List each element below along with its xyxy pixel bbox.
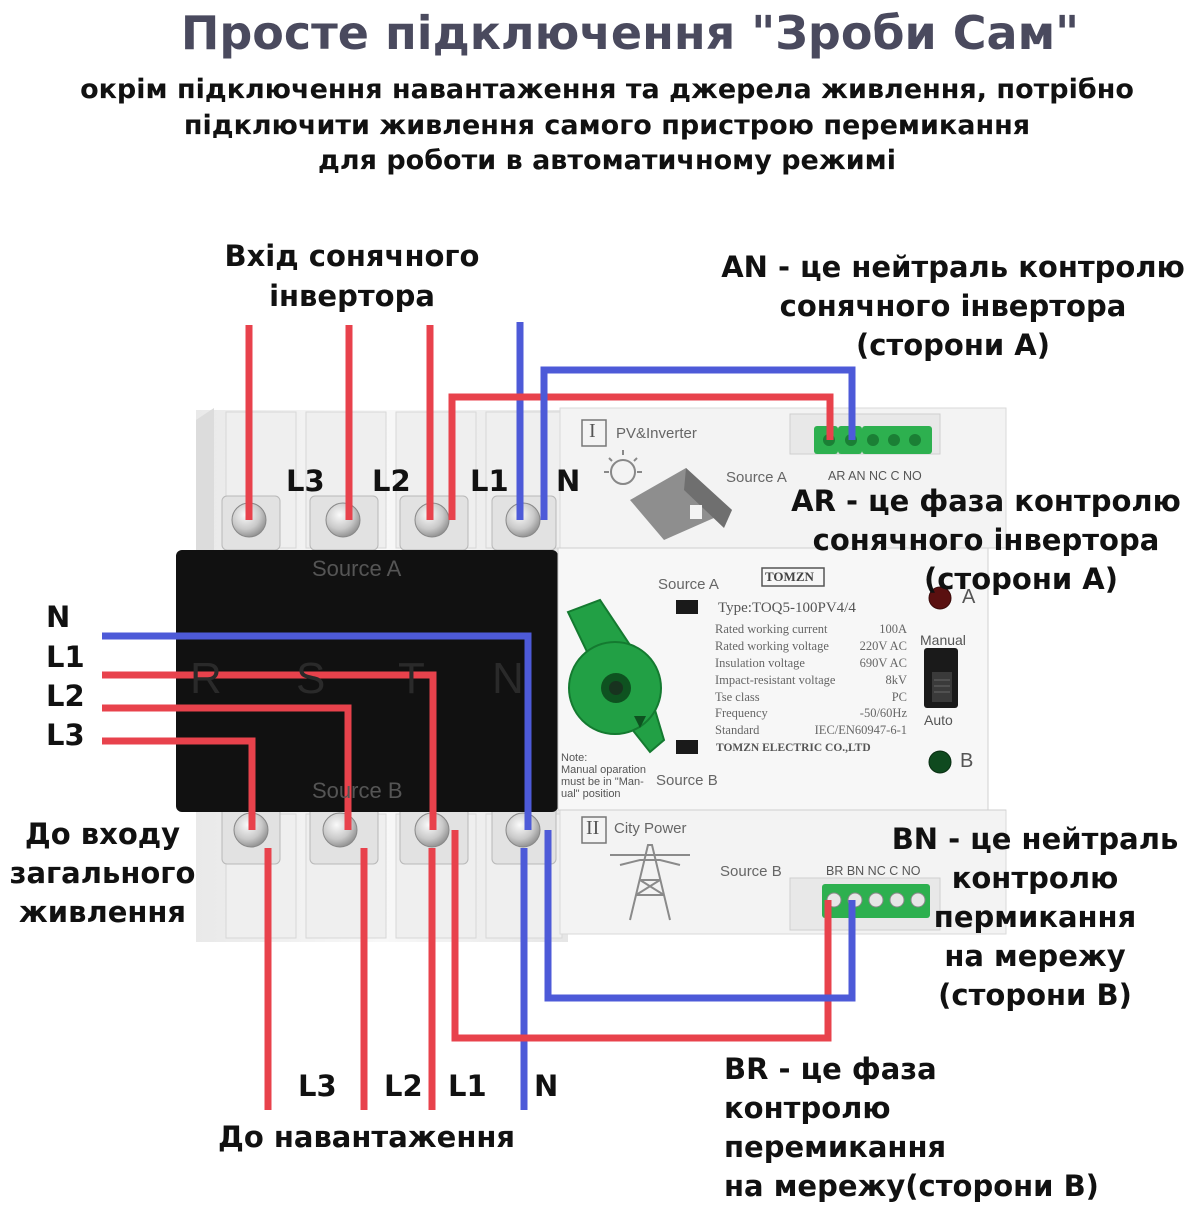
wires	[102, 322, 856, 1110]
wire-bn	[544, 830, 856, 1002]
left-terminal-l1: L1	[46, 640, 85, 674]
bottom-terminal-n: N	[534, 1069, 559, 1103]
top-terminal-n: N	[556, 464, 581, 498]
top-terminal-l2: L2	[372, 464, 411, 498]
left-terminal-n: N	[46, 600, 71, 634]
manual-rotary-knob[interactable]	[566, 598, 666, 754]
pv-inverter-label: PV&Inverter	[616, 425, 697, 442]
wire-left-l2	[102, 704, 352, 830]
pv-numeral-box	[581, 419, 607, 447]
source-a-indicator-window	[676, 600, 698, 614]
subtitle-line-1: окрім підключення навантаження та джерел…	[80, 74, 1134, 105]
control-a-pin-labels: AR AN NC C NO	[828, 469, 922, 483]
top-terminal-l3: L3	[286, 464, 325, 498]
panel-source-a-label: Source A	[726, 469, 787, 486]
lamp-a-label: A	[962, 586, 976, 608]
manual-note: Note: Manual oparation must be in "Man- …	[561, 752, 647, 800]
city-numeral: II	[586, 817, 600, 839]
bottom-terminal-l2: L2	[384, 1069, 423, 1103]
controller-module	[557, 407, 1007, 935]
manual-label: Manual	[920, 632, 966, 648]
solar-input-label: Вхід сонячного інвертора	[224, 239, 480, 313]
black-breaker-face	[176, 550, 558, 812]
left-terminal-l2: L2	[46, 679, 85, 713]
phase-letter-s: S	[296, 654, 326, 703]
wire-left-l1	[102, 671, 437, 830]
br-note: BR - це фаза контролю перемикання на мер…	[724, 1052, 1099, 1203]
pylon-icon	[610, 844, 690, 921]
phase-letter-r: R	[190, 654, 222, 703]
bottom-terminal-l1: L1	[448, 1069, 487, 1103]
load-label: До навантаження	[218, 1120, 516, 1154]
source-b-indicator-window	[676, 740, 698, 754]
auto-label: Auto	[924, 712, 953, 728]
city-numeral-box	[581, 816, 607, 844]
device-type-label: Type:TOQ5-100PV4/4	[718, 600, 856, 616]
phase-letter-t: T	[398, 654, 425, 703]
page-title: Просте підключення "Зроби Сам"	[180, 6, 1080, 60]
maker-label: TOMZN ELECTRIC CO.,LTD	[716, 742, 871, 754]
subtitle-line-2: підключити живлення самого пристрою пере…	[183, 110, 1031, 141]
switch-source-a-label: Source A	[658, 576, 719, 593]
lamp-b-icon	[928, 750, 952, 774]
ar-note: AR - це фаза контролю сонячного інвертор…	[791, 484, 1181, 596]
switch-source-b-label: Source B	[656, 772, 718, 789]
control-b-pin-labels: BR BN NC C NO	[826, 864, 921, 878]
solar-house-icon	[604, 450, 732, 540]
subtitle-line-3: для роботи в автоматичному режимі	[318, 145, 896, 176]
black-source-a-label: Source A	[312, 556, 402, 581]
bottom-terminal-l3: L3	[298, 1069, 337, 1103]
top-terminal-l1: L1	[470, 464, 509, 498]
wire-an	[540, 366, 856, 520]
wire-left-l3	[102, 737, 256, 830]
pv-numeral: I	[589, 420, 596, 442]
panel-source-b-label: Source B	[720, 863, 782, 880]
lamp-a-icon	[928, 586, 952, 610]
grid-input-label: До входу загального живлення	[9, 817, 196, 929]
black-source-b-label: Source B	[312, 778, 403, 803]
phase-letter-n: N	[492, 654, 524, 703]
brand-box	[761, 567, 825, 587]
lamp-b-label: B	[960, 750, 974, 772]
bottom-terminal-blocks	[221, 805, 557, 865]
wire-ar	[448, 393, 834, 520]
brand-logo-text: TOMZN	[765, 569, 814, 584]
wire-left-n	[102, 632, 532, 830]
manual-auto-switch[interactable]	[924, 648, 958, 708]
left-terminal-l3: L3	[46, 718, 85, 752]
wire-br	[451, 830, 832, 1042]
city-power-label: City Power	[614, 820, 687, 837]
an-note: AN - це нейтраль контролю сонячного інве…	[721, 250, 1185, 362]
bn-note: BN - це нейтраль контролю пермикання на …	[891, 822, 1179, 1012]
spec-row: Frequency-50/60Hz	[715, 706, 907, 720]
